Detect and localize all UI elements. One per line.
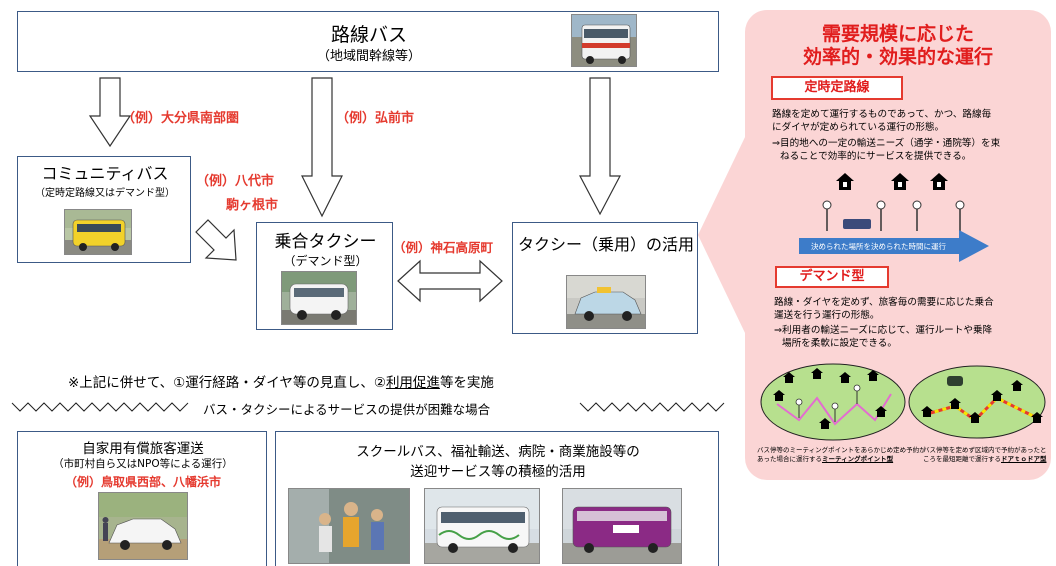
fixed-desc-3: ⇒目的地への一定の輸送ニーズ（通学・通院等）を束 <box>772 138 1001 149</box>
school-bus-box: スクールバス、福祉輸送、病院・商業施設等の 送迎サービス等の積極的活用 <box>275 431 719 566</box>
route-bus-title: 路線バス <box>330 24 407 46</box>
meeting-note-2-em: ミーティングポイント型 <box>822 455 894 463</box>
example-oita: （例）大分県南部圏 <box>122 111 240 126</box>
school-bus-line1: スクールバス、福祉輸送、病院・商業施設等の <box>356 444 640 460</box>
self-transport-subtitle: （市町村自ら又はNPO等による運行） <box>53 458 233 470</box>
fixed-route-arrow <box>799 230 989 262</box>
demand-desc-1: 路線・ダイヤを定めず、旅客毎の需要に応じた乗合 <box>774 297 994 308</box>
community-bus-box: コミュニティバス （定時定路線又はデマンド型） <box>17 156 191 263</box>
example-komagane: 駒ヶ根市 <box>226 198 279 213</box>
fixed-route-arrow-text: 決められた場所を決められた時間に運行 <box>811 242 946 251</box>
meeting-note-1: バス停等のミーティングポイントをあらかじめ定め予約が <box>757 446 926 454</box>
operation-panel: 需要規模に応じた 効率的・効果的な運行 定時定路線 路線を定めて運行するものであ… <box>745 10 1051 480</box>
community-bus-subtitle: （定時定路線又はデマンド型） <box>35 188 175 199</box>
community-bus-photo <box>64 209 132 255</box>
taxi-box: タクシー（乗用）の活用 <box>512 222 698 334</box>
panel-title-line1: 需要規模に応じた <box>821 23 974 45</box>
door-note-1: バス停等を定めず区域内で予約があったと <box>923 446 1047 454</box>
door-note-2-prefix: ころを最短距離で運行する <box>923 455 1001 463</box>
note-line: ※上記に併せて、①運行経路・ダイヤ等の見直し、②利用促進等を実施 <box>68 371 494 391</box>
demand-desc-3: ⇒利用者の輸送ニーズに応じて、運行ルートや乗降 <box>774 325 993 336</box>
arrow-to-shared-taxi <box>301 77 343 218</box>
door-note-2-em: ドアｔｏドア型 <box>1001 455 1047 463</box>
fixed-route-label: 定時定路線 <box>771 76 903 100</box>
note-suffix: 等を実施 <box>439 375 494 391</box>
taxi-title: タクシー（乗用）の活用 <box>517 235 694 254</box>
shared-taxi-box: 乗合タクシー （デマンド型） <box>256 222 393 330</box>
example-yatsushiro: （例）八代市 <box>196 174 275 189</box>
community-bus-title: コミュニティバス <box>41 164 169 183</box>
fixed-route-illustration <box>822 173 965 231</box>
self-transport-example: （例）鳥取県西部、八幡浜市 <box>64 475 221 489</box>
fixed-desc-4: ねることで効率的にサービスを提供できる。 <box>780 151 972 162</box>
divider-text: バス・タクシーによるサービスの提供が困難な場合 <box>203 402 491 417</box>
meeting-note-2-prefix: あった場合に運行する <box>757 455 822 463</box>
demand-label: デマンド型 <box>775 266 889 288</box>
school-bus-line2: 送迎サービス等の積極的活用 <box>410 464 586 480</box>
example-kamiishi: （例）神石高原町 <box>393 240 494 255</box>
fixed-desc-2: にダイヤが定められている運行の形態。 <box>772 122 945 133</box>
arrow-to-community <box>88 77 132 148</box>
route-bus-box: 路線バス （地域間幹線等） <box>17 11 719 72</box>
shared-taxi-title: 乗合タクシー <box>274 232 377 252</box>
meeting-note-2: あった場合に運行するミーティングポイント型 <box>757 455 893 464</box>
door-note-2: ころを最短距離で運行するドアｔｏドア型 <box>923 455 1047 464</box>
meeting-point-illustration <box>760 363 906 441</box>
note-underlined: 利用促進 <box>385 375 440 391</box>
zigzag-right <box>579 402 725 412</box>
school-bus-photo-people <box>288 488 410 564</box>
fixed-desc-1: 路線を定めて運行するものであって、かつ、路線毎 <box>772 109 992 120</box>
shared-taxi-photo <box>281 271 357 325</box>
school-bus-photo-aeon <box>562 488 682 564</box>
shared-taxi-subtitle: （デマンド型） <box>283 254 368 268</box>
self-transport-box: 自家用有償旅客運送 （市町村自ら又はNPO等による運行） （例）鳥取県西部、八幡… <box>17 431 267 566</box>
demand-desc-4: 場所を柔軟に設定できる。 <box>782 338 897 349</box>
double-arrow <box>397 259 503 303</box>
zigzag-left <box>11 402 189 412</box>
taxi-photo <box>566 275 646 329</box>
self-transport-title: 自家用有償旅客運送 <box>82 441 204 457</box>
example-hirosaki: （例）弘前市 <box>336 111 415 126</box>
arrow-to-taxi <box>579 77 621 216</box>
callout-pointer <box>698 110 758 360</box>
self-transport-photo <box>98 492 188 560</box>
demand-desc-2: 運送を行う運行の形態。 <box>774 310 880 321</box>
panel-title-line2: 効率的・効果的な運行 <box>802 46 993 68</box>
note-prefix: ※上記に併せて、①運行経路・ダイヤ等の見直し、② <box>68 375 386 391</box>
door-to-door-illustration <box>908 365 1046 439</box>
route-bus-photo <box>571 14 637 67</box>
arrow-community-to-shared-taxi <box>195 219 237 261</box>
school-bus-photo-bus <box>424 488 540 564</box>
route-bus-subtitle: （地域間幹線等） <box>316 49 421 64</box>
